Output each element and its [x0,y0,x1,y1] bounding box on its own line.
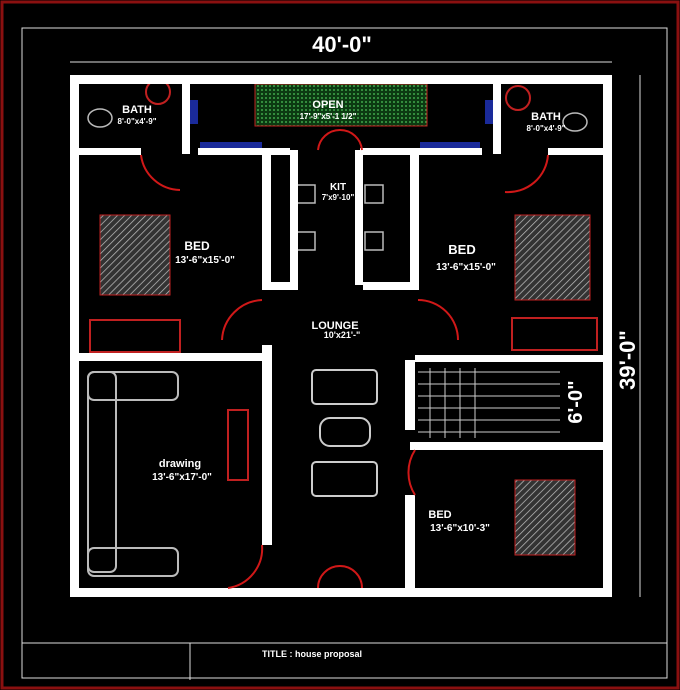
room-bath-right: BATH 8'-0"x4'-9" [527,111,566,133]
kitchen-name: KIT [330,182,346,193]
bed-bottom-size: 13'-6"x10'-3" [430,523,490,534]
bed-right-furniture [514,214,591,301]
bed-bottom-name: BED [428,509,451,521]
bath-right-size: 8'-0"x4'-9" [527,124,566,133]
drawing-name: drawing [159,458,201,470]
height-dimension: 39'-0" [615,330,640,390]
bed-left-size: 13'-6"x15'-0" [175,255,235,266]
sofa-top [87,371,179,401]
drawing-size: 13'-6"x17'-0" [152,472,212,483]
right-washbasin [505,85,531,111]
lounge-name: LOUNGE [311,320,358,332]
drawing-frame [21,27,668,679]
lounge-sofa-1 [311,369,378,405]
lounge-size: 10'x21'-" [324,330,361,340]
bed-bottom-furniture [514,479,576,556]
bed-left-name: BED [184,239,210,253]
walls [70,75,612,597]
room-bed-left: BED 13'-6"x15'-0" [175,239,235,266]
room-open: OPEN 17'-9"x5'-1 1/2" [300,99,357,121]
open-size: 17'-9"x5'-1 1/2" [300,112,357,121]
lounge-sofa-2 [311,461,378,497]
bed-right-size: 13'-6"x15'-0" [436,262,496,273]
lounge-table [319,417,371,447]
room-drawing: drawing 13'-6"x17'-0" [152,458,212,483]
bed-right-name: BED [448,242,475,257]
kitchen-size: 7'x9'-10" [322,193,355,202]
width-dimension: 40'-0" [312,32,372,57]
stair-dimension: 6'-0" [565,380,587,423]
drawing-title: TITLE : house proposal [262,649,362,659]
room-bed-right: BED 13'-6"x15'-0" [436,242,496,273]
left-toilet [87,108,113,128]
room-bed-bottom: BED 13'-6"x10'-3" [428,509,490,534]
sofa-side [87,371,117,573]
bath-left-size: 8'-0"x4'-9" [118,117,157,126]
doors [140,128,549,589]
sofa-bottom [87,547,179,577]
open-area-hatch [254,83,428,127]
right-toilet [562,112,588,132]
right-dresser [511,317,598,351]
staircase [418,368,560,438]
bath-right-name: BATH [531,111,561,123]
windows [190,100,493,148]
open-name: OPEN [312,99,343,111]
bath-left-name: BATH [122,104,152,116]
room-kitchen: KIT 7'x9'-10" [322,182,355,202]
bed-left-furniture [99,214,171,296]
left-dresser [89,319,181,353]
drawing-sideboard [227,409,249,481]
room-lounge: LOUNGE 10'x21'-" [311,320,360,340]
room-bath-left: BATH 8'-0"x4'-9" [118,104,157,126]
